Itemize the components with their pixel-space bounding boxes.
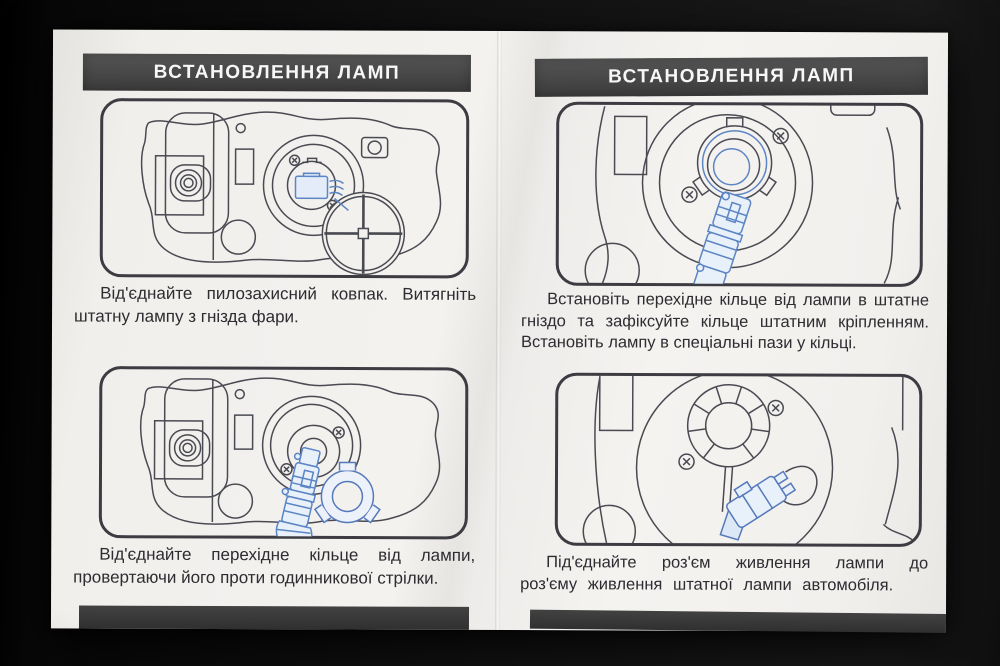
lamp-opening [262,134,365,237]
vent-slot [234,148,255,185]
step4-caption: Під'єднайте роз'єм живлення лампи до роз… [520,553,929,594]
screw-cross-icon [280,463,293,476]
adapter-ring-installed [692,117,778,201]
next-section-header-bar-cropped [529,609,947,634]
led-lamp [693,191,752,285]
headlight-outline [140,111,442,263]
section-header-bar: ВСТАНОВЛЕННЯ ЛАМП [534,56,928,97]
lower-plug [217,483,254,519]
diagram-border [98,366,469,540]
led-lamp [275,446,321,537]
section-title: ВСТАНОВЛЕННЯ ЛАМП [153,61,401,84]
headlight-closeup-diagram [554,372,923,547]
screw-cross-icon [767,399,784,417]
diagram-step4-connector [553,371,924,548]
vent-slot [233,414,254,450]
diagram-border [99,98,470,279]
headlight-outline [139,377,441,525]
screw-cross-icon [681,186,698,203]
housing-outer-circle [635,375,834,545]
panel-divider-line [212,113,215,261]
headlight-rear-diagram [98,366,469,540]
upper-bracket [360,136,389,159]
lamp-heatsink-ring [686,384,771,512]
next-section-header-bar-cropped [78,605,470,630]
step3-caption: Встановіть перехідне кільце від лампи в … [520,290,930,353]
beam-adjuster [154,112,230,234]
step1-caption: Від'єднайте пилозахисний ковпак. Витягні… [74,283,477,327]
diagram-border [555,101,924,287]
lower-plug [582,504,637,545]
section-header-bar: ВСТАНОВЛЕННЯ ЛАМП [82,53,471,92]
beam-adjuster [153,378,229,498]
dust-cover-crosshair [321,191,406,276]
diagram-step3-ring-install [554,100,925,288]
housing-right-edge [883,127,902,284]
lower-plug [584,242,640,285]
diagram-border [554,372,923,547]
step2-caption: Від'єднайте перехідне кільце від лампи, … [73,544,476,588]
mount-hole [235,122,246,134]
page-right: ВСТАНОВЛЕННЯ ЛАМП [500,31,948,634]
section-title: ВСТАНОВЛЕННЯ ЛАМП [608,65,855,88]
screw-cross-icon [678,453,695,470]
vent-slot [613,115,648,176]
headlight-closeup-diagram [555,101,924,287]
screw-cross-icon [288,154,301,167]
diagram-step1-dust-cap [98,97,471,280]
upper-bracket [830,104,876,117]
dust-cap [294,172,349,212]
vent-slot [598,375,634,432]
page-left: ВСТАНОВЛЕННЯ ЛАМП [51,29,499,630]
screw-cross-icon [332,426,345,439]
power-wire [781,465,818,506]
screw-cross-icon [772,127,789,145]
headlight-rear-diagram [99,98,470,279]
adapter-ring [313,461,381,524]
housing-right-edge [882,427,916,543]
lower-plug [220,219,257,255]
leaflet-spread: ВСТАНОВЛЕННЯ ЛАМП [50,29,949,634]
diagram-step2-ring-removal [97,365,470,541]
housing-left-edge [595,106,609,285]
mount-hole [234,388,246,400]
power-connector [719,470,797,541]
housing-left-edge [594,377,608,545]
